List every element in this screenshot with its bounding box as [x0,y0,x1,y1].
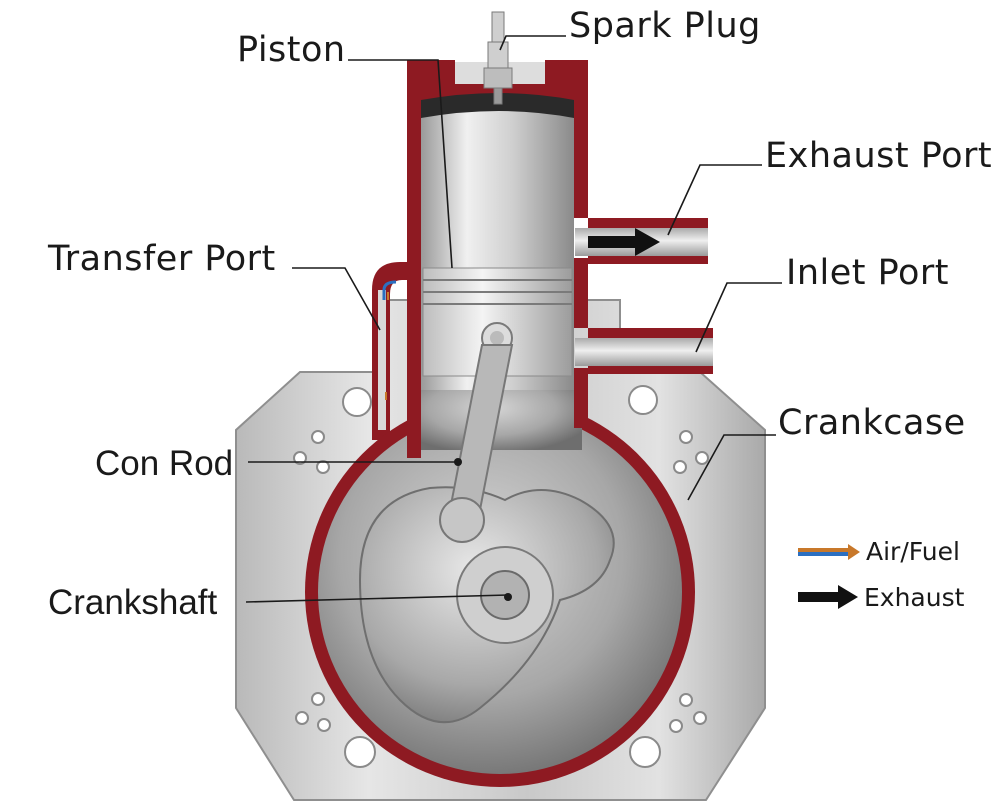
hole-large [344,736,376,768]
legend-exhaust-marker [798,585,858,609]
hole-small [316,460,330,474]
leader-crankcase [687,434,776,501]
spark-plug [483,11,513,105]
hole-large [342,387,372,417]
label-crankcase: Crankcase [778,403,966,443]
hole-small [679,430,693,444]
leader-lines [245,35,782,603]
label-spark-plug: Spark Plug [569,6,761,46]
hole-small [695,451,709,465]
leader-inlet-port [695,282,782,353]
combustion-dome [421,93,574,118]
air-fuel-stream [382,280,397,300]
label-crankshaft: Crankshaft [48,583,218,622]
legend-air-fuel-marker [798,544,860,560]
inlet-port-wall-top [588,328,713,338]
hole-small [679,693,693,707]
hole-small [311,692,325,706]
inlet-port-pipe [575,338,713,366]
leader-crankshaft [245,594,509,603]
label-inlet-port: Inlet Port [786,253,949,293]
hole-small [693,711,707,725]
cylinder-wall-right [574,88,588,218]
leader-spark-plug [499,35,566,51]
hole-small [669,719,683,733]
hole-large [628,385,658,415]
label-exhaust-port: Exhaust Port [765,136,993,176]
legend-air-fuel-label: Air/Fuel [866,537,960,566]
hole-small [293,451,307,465]
cylinder-wall-right-lower [574,258,588,328]
hole-small [317,718,331,732]
hole-large [629,736,661,768]
hole-small [295,711,309,725]
legend-exhaust-label: Exhaust [864,583,965,612]
exhaust-port-wall-bottom [588,256,708,264]
leader-piston [348,59,453,269]
exhaust-flow-arrow [588,228,660,256]
leader-exhaust-port [667,164,762,236]
hole-small [673,460,687,474]
mounting-holes [293,385,709,768]
label-piston: Piston [237,30,346,70]
cylinder-wall-left [407,88,421,458]
label-transfer-port: Transfer Port [48,239,276,279]
transfer-port-channel [378,290,386,430]
leader-transfer-port [292,267,381,331]
exhaust-port-wall-top [588,218,708,228]
hole-small [311,430,325,444]
label-con-rod: Con Rod [95,444,234,483]
inlet-port-wall-bottom [588,366,713,374]
